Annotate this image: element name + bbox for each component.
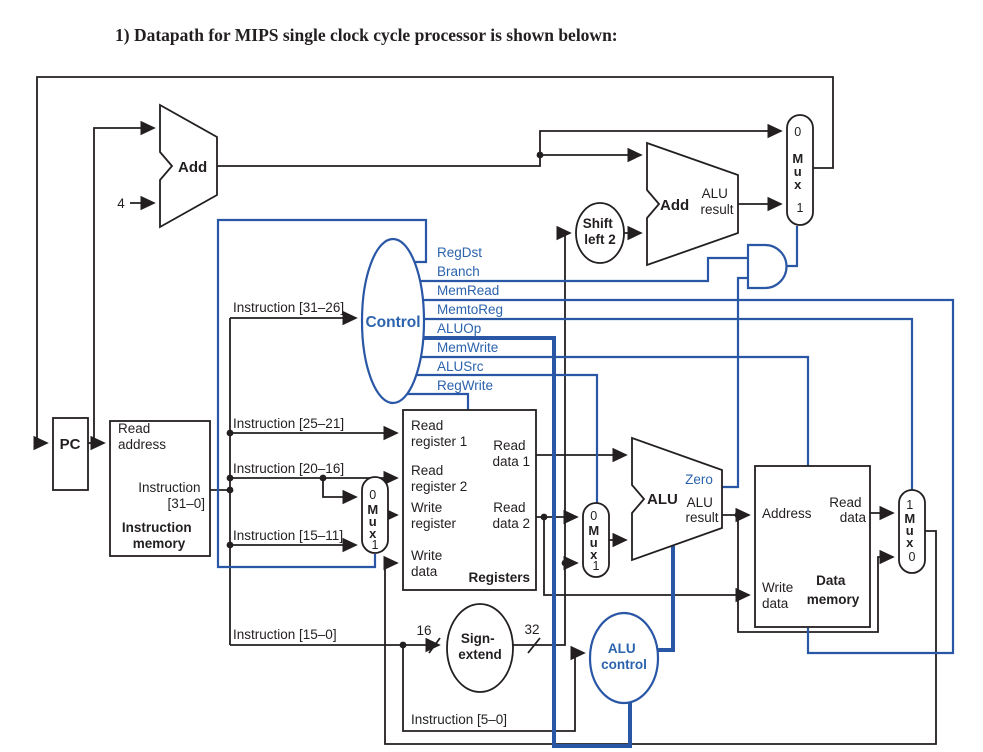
wire-writeback <box>383 530 937 745</box>
page-title: 1) Datapath for MIPS single clock cycle … <box>115 25 618 45</box>
bus-label-i5-0: Instruction [5–0] <box>411 712 507 727</box>
wire-readdata2-to-dmem <box>543 517 751 603</box>
wire-memtoreg <box>424 317 914 491</box>
shift-left-2-unit <box>575 202 625 264</box>
registers-read-register-1-label: Read register 1 <box>411 417 467 449</box>
zero-label: Zero <box>685 472 713 487</box>
data-memory-block <box>754 465 871 628</box>
pc-adder-label: Add <box>178 159 207 176</box>
main-alu <box>631 436 723 562</box>
wire-memread <box>423 298 955 655</box>
pc-label: PC <box>60 436 81 453</box>
signal-memtoreg: MemtoReg <box>437 302 503 317</box>
registers-write-data-label: Write data <box>411 547 447 579</box>
pc-adder <box>159 103 218 229</box>
datapath-wires <box>33 76 937 745</box>
signal-alusrc: ALUSrc <box>437 359 484 374</box>
alu-control-unit <box>588 611 660 705</box>
wire-pc4-to-pcmux <box>539 123 783 155</box>
wire-regwrite <box>407 392 470 411</box>
wire-add-out <box>217 155 541 167</box>
wire-memwrite <box>421 355 810 467</box>
bus-label-i31-26: Instruction [31–26] <box>233 300 344 315</box>
bus-width-slash-16 <box>428 637 441 654</box>
control-label: Control <box>365 314 420 331</box>
wire-pc-to-add <box>93 120 156 443</box>
alu-control-label: ALU control <box>601 640 647 672</box>
dmem-address-label: Address <box>762 506 812 521</box>
registers-read-data-2-label: Read data 2 <box>492 499 530 531</box>
dmem-title: Data memory <box>807 572 860 607</box>
wire-aluop <box>423 336 632 748</box>
bus-width-32-label: 32 <box>524 622 539 637</box>
wire-i5-0 <box>402 645 586 732</box>
branch-adder <box>646 141 739 267</box>
wire-branch <box>420 256 748 283</box>
bus-label-i15-0: Instruction [15–0] <box>233 627 337 642</box>
wire-alusrc <box>416 373 599 504</box>
main-alu-label: ALU <box>647 491 678 508</box>
alusrc-mux <box>582 502 610 578</box>
dmem-write-data-label: Write data <box>762 579 798 611</box>
bus-label-i25-21: Instruction [25–21] <box>233 416 344 431</box>
bus-width-slash-32 <box>527 637 541 654</box>
signal-regwrite: RegWrite <box>437 378 493 393</box>
wire-pc-loop <box>33 76 834 451</box>
imem-instruction-out-label: Instruction [31–0] <box>138 479 205 511</box>
instruction-memory-block <box>109 420 211 557</box>
signal-memread: MemRead <box>437 283 499 298</box>
registers-block <box>402 409 537 591</box>
bus-width-16-label: 16 <box>416 623 431 638</box>
sign-extend-unit <box>446 603 514 693</box>
control-unit <box>360 237 426 405</box>
memtoreg-mux <box>898 489 926 574</box>
wire-aluresult-bypass <box>737 515 895 633</box>
pc-block <box>52 417 89 491</box>
registers-read-data-1-label: Read data 1 <box>492 437 530 469</box>
signal-memwrite: MemWrite <box>437 340 498 355</box>
regdst-mux <box>361 476 389 554</box>
control-wires <box>216 218 955 748</box>
wire-i20-16-to-mux <box>322 478 358 505</box>
pcsrc-mux-label: 0 M u x 1 <box>792 123 807 215</box>
and-gate <box>746 243 788 290</box>
wire-regdst <box>216 218 428 569</box>
registers-write-register-label: Write register <box>411 499 457 531</box>
signal-branch: Branch <box>437 264 480 279</box>
alusrc-mux-label: 0 M u x 1 <box>588 507 603 573</box>
registers-read-register-2-label: Read register 2 <box>411 462 467 494</box>
signal-aluop: ALUOp <box>437 321 481 336</box>
wire-zero <box>722 276 748 489</box>
branch-adder-label: Add <box>660 197 689 214</box>
bus-label-i20-16: Instruction [20–16] <box>233 461 344 476</box>
signal-regdst: RegDst <box>437 245 482 260</box>
branch-adder-result-label: ALU result <box>700 185 733 217</box>
pcsrc-mux <box>786 114 814 226</box>
wire-and-out <box>787 226 799 268</box>
memtoreg-mux-label: 1 M u x 0 <box>904 496 919 564</box>
wire-alucontrol-out <box>655 546 675 652</box>
constant-four-label: 4 <box>117 196 125 211</box>
bus-label-i15-11: Instruction [15–11] <box>233 528 343 543</box>
registers-title: Registers <box>468 570 530 585</box>
regdst-mux-label: 0 M u x 1 <box>367 486 382 552</box>
imem-read-address-label: Read address <box>118 420 166 452</box>
dmem-read-data-label: Read data <box>829 494 866 525</box>
imem-title: Instruction memory <box>122 519 196 551</box>
junction-dots <box>90 151 742 649</box>
main-alu-result-label: ALU result <box>685 494 718 525</box>
wire-signext-to-shift <box>513 225 572 646</box>
sign-extend-label: Sign- extend <box>458 630 502 662</box>
shift-left-2-label: Shift left 2 <box>583 215 617 247</box>
